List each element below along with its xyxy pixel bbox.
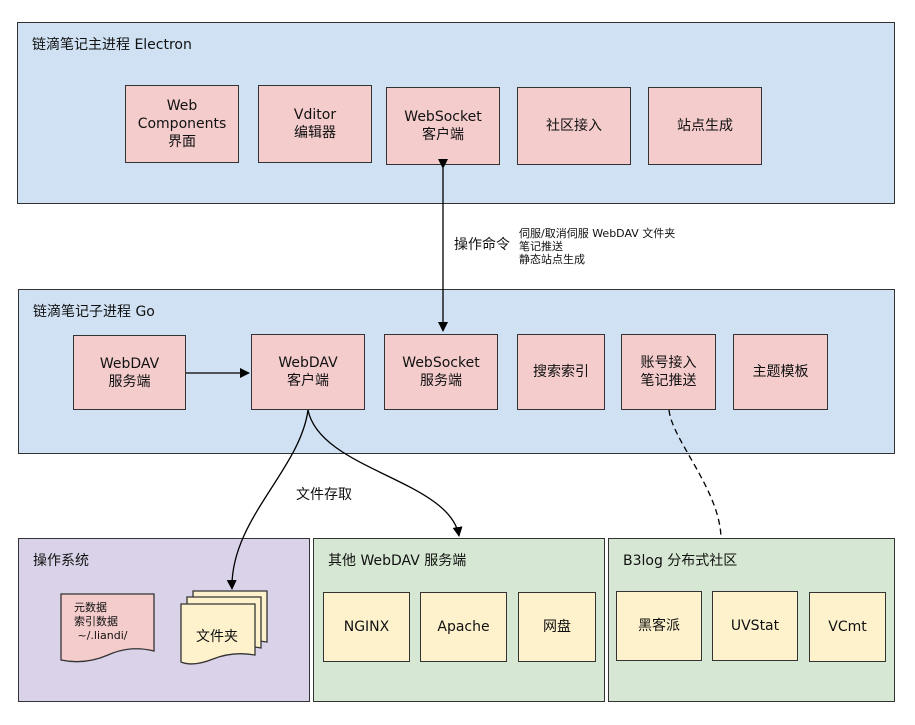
- doc-line: 元数据: [74, 601, 107, 614]
- electron-group-title: 链滴笔记主进程 Electron: [32, 37, 192, 53]
- go-group-title: 链滴笔记子进程 Go: [33, 304, 155, 320]
- node-search-index[interactable]: 搜索索引: [517, 334, 605, 410]
- node-line: Web: [166, 98, 198, 114]
- node-line: 客户端: [422, 127, 464, 143]
- node-vditor-editor[interactable]: Vditor 编辑器: [258, 85, 372, 163]
- b3log-group-title: B3log 分布式社区: [623, 553, 738, 569]
- node-webdav-client[interactable]: WebDAV 客户端: [251, 334, 365, 410]
- node-nginx[interactable]: NGINX: [323, 592, 410, 662]
- node-line: 界面: [168, 134, 196, 150]
- folder-node[interactable]: 文件夹: [196, 629, 238, 645]
- node-line: 笔记推送: [640, 373, 697, 389]
- node-uvstat[interactable]: UVStat: [712, 591, 798, 661]
- ws-edge-label: 操作命令: [454, 237, 510, 253]
- node-line: Vditor: [293, 107, 337, 123]
- node-websocket-client[interactable]: WebSocket 客户端: [386, 87, 500, 165]
- node-line: 搜索索引: [533, 364, 589, 380]
- node-line: 服务端: [108, 373, 151, 390]
- ws-command: 笔记推送: [519, 240, 563, 253]
- node-vcmt[interactable]: VCmt: [809, 592, 886, 662]
- metadata-document[interactable]: 元数据 索引数据 ~/.liandi/: [74, 601, 128, 643]
- node-line: WebDAV: [278, 355, 338, 371]
- node-line: NGINX: [343, 619, 390, 635]
- node-line: 黑客派: [638, 618, 680, 634]
- file-access-label: 文件存取: [296, 487, 352, 503]
- node-line: Components: [137, 116, 227, 132]
- node-line: VCmt: [828, 619, 867, 635]
- doc-line: 索引数据: [74, 615, 118, 628]
- node-community-access[interactable]: 社区接入: [517, 87, 631, 165]
- node-line: 客户端: [287, 373, 329, 389]
- node-webdav-server[interactable]: WebDAV 服务端: [73, 335, 186, 410]
- node-line: WebSocket: [404, 109, 482, 125]
- node-theme-template[interactable]: 主题模板: [733, 334, 828, 410]
- node-line: 主题模板: [752, 364, 809, 380]
- node-web-components[interactable]: Web Components 界面: [125, 85, 239, 163]
- webdav-group-title: 其他 WebDAV 服务端: [328, 553, 467, 569]
- node-site-generation[interactable]: 站点生成: [648, 87, 762, 165]
- node-line: 站点生成: [677, 118, 733, 134]
- node-line: 社区接入: [546, 118, 602, 134]
- os-group: 操作系统: [18, 538, 310, 702]
- node-line: Apache: [437, 619, 490, 635]
- node-line: 账号接入: [640, 355, 697, 371]
- node-websocket-server[interactable]: WebSocket 服务端: [384, 334, 498, 410]
- ws-command: 静态站点生成: [519, 253, 585, 266]
- os-group-title: 操作系统: [33, 553, 89, 569]
- node-apache[interactable]: Apache: [420, 592, 507, 662]
- node-line: UVStat: [730, 618, 780, 634]
- ws-command-list: 伺服/取消伺服 WebDAV 文件夹 笔记推送 静态站点生成: [519, 227, 675, 266]
- node-line: 编辑器: [294, 125, 336, 141]
- doc-line: ~/.liandi/: [74, 629, 128, 642]
- node-account-push[interactable]: 账号接入 笔记推送: [621, 334, 716, 410]
- node-hacpai[interactable]: 黑客派: [616, 591, 702, 661]
- ws-command: 伺服/取消伺服 WebDAV 文件夹: [519, 227, 676, 240]
- node-line: 网盘: [543, 619, 571, 635]
- node-netdisk[interactable]: 网盘: [518, 592, 596, 662]
- node-line: WebSocket: [402, 355, 480, 371]
- node-line: 服务端: [420, 373, 462, 389]
- node-line: WebDAV: [99, 355, 160, 372]
